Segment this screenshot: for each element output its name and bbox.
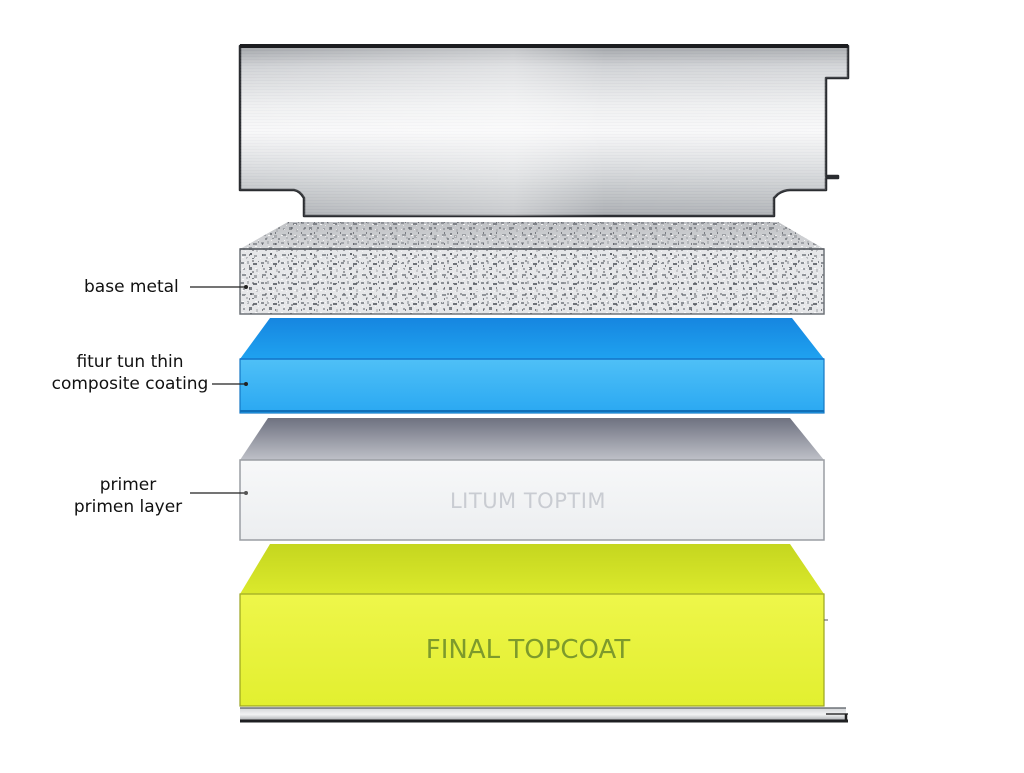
base-metal-callout-text: base metal: [84, 277, 179, 297]
base-metal-leader-dot: [244, 285, 248, 289]
bottom-base-strip: [240, 707, 848, 723]
final-topcoat-layer: FINAL TOPCOAT: [239, 544, 828, 707]
steel-substrate-block: [238, 44, 850, 218]
composite-leader-dot: [244, 382, 248, 386]
base-metal-callout: base metal: [84, 276, 184, 298]
final-topcoat-label: FINAL TOPCOAT: [426, 635, 631, 665]
primer-leader-dot: [244, 491, 248, 495]
primer-layer: LITUM TOPTIM: [239, 418, 825, 541]
composite-coating-layer: [239, 318, 825, 414]
composite-callout-line1: fitur tun thin: [76, 352, 184, 372]
primer-callout-line1: primer: [99, 475, 157, 495]
primer-callout-line2: primen layer: [73, 497, 183, 517]
primer-layer-label: LITUM TOPTIM: [450, 489, 606, 513]
composite-callout-line2: composite coating: [51, 374, 209, 394]
composite-coating-callout: fitur tun thin composite coating: [46, 351, 214, 395]
primer-layer-callout: primer primen layer: [70, 474, 186, 518]
base-metal-layer: [239, 222, 825, 315]
callout-leaders: [190, 285, 248, 495]
